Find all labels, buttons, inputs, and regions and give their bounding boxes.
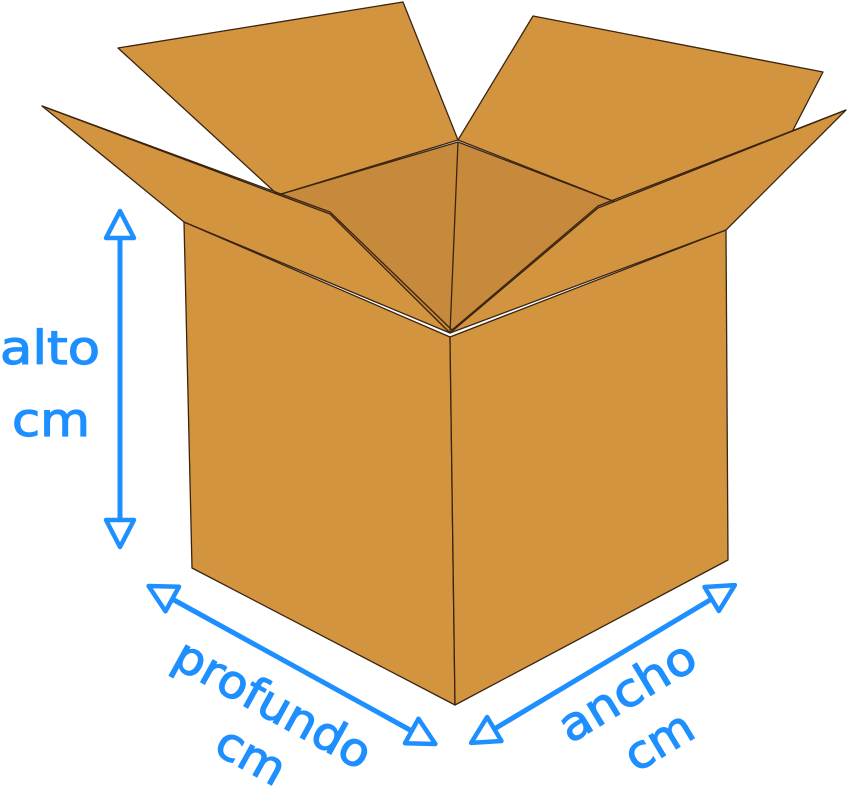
front-right-flap <box>449 109 847 334</box>
height-label: alto <box>0 321 100 375</box>
flap-crease <box>451 109 847 331</box>
height-unit-label: cm <box>12 393 90 447</box>
width-arrow <box>468 582 738 746</box>
flap-crease <box>41 105 453 331</box>
open-cardboard-box-icon <box>41 1 847 706</box>
depth-arrow <box>146 583 438 747</box>
interior-edge <box>449 141 459 334</box>
